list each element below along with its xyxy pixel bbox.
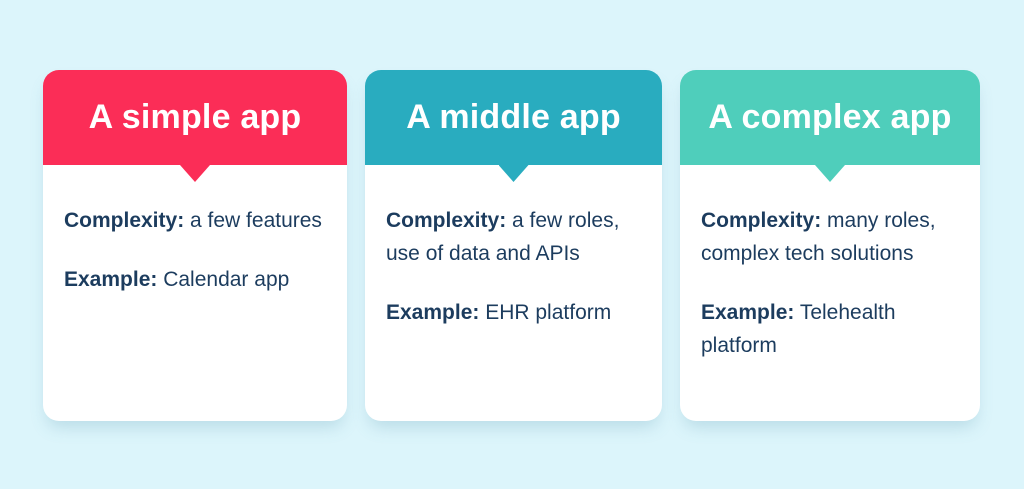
card-simple-app-header: A simple app [43,70,347,182]
example-label: Example: [386,301,480,324]
complexity-line: Complexity: a few roles, use of data and… [386,204,642,270]
complexity-line: Complexity: many roles, complex tech sol… [701,204,960,270]
example-label: Example: [64,268,158,291]
card-title: A middle app [406,98,621,136]
example-line: Example: EHR platform [386,296,642,329]
card-middle-app-header: A middle app [365,70,662,182]
example-text: Telehealth platform [701,301,896,357]
card-body: Complexity: a few features Example: Cale… [43,165,347,296]
card-complex-app: A complex app Complexity: many roles, co… [680,70,980,421]
card-complex-app-header: A complex app [680,70,980,182]
card-title: A complex app [708,98,952,136]
card-middle-app: A middle app Complexity: a few roles, us… [365,70,662,421]
complexity-label: Complexity: [386,209,507,232]
example-line: Example: Calendar app [64,263,327,296]
example-line: Example: Telehealth platform [701,296,960,362]
complexity-text: a few features [184,209,322,232]
complexity-text: many roles, complex tech solutions [701,209,936,265]
example-text: Calendar app [157,268,290,291]
card-simple-app: A simple app Complexity: a few features … [43,70,347,421]
card-body: Complexity: many roles, complex tech sol… [680,165,980,362]
complexity-label: Complexity: [64,209,185,232]
complexity-label: Complexity: [701,209,822,232]
example-text: EHR platform [479,301,612,324]
card-title: A simple app [88,98,302,136]
card-body: Complexity: a few roles, use of data and… [365,165,662,329]
complexity-line: Complexity: a few features [64,204,327,237]
cards-row: A simple app Complexity: a few features … [43,70,980,421]
example-label: Example: [701,301,795,324]
complexity-text: a few roles, use of data and APIs [386,209,620,265]
